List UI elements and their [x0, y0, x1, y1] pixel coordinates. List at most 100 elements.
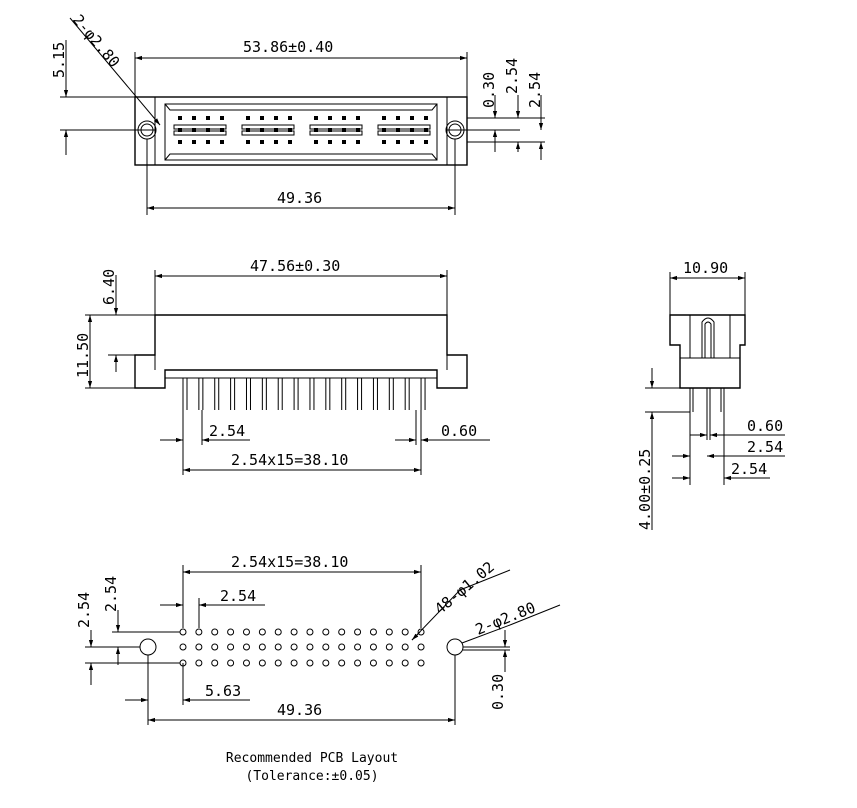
top-contact — [192, 140, 196, 144]
pcb-hole — [211, 628, 219, 636]
pcb-hole — [369, 628, 377, 636]
pcb-hole — [385, 643, 393, 651]
pcb-offset-label: 5.63 — [205, 682, 241, 700]
top-contact-array — [173, 116, 431, 144]
pcb-hole — [369, 643, 377, 651]
pcb-hole — [306, 659, 314, 667]
pcb-hole — [306, 628, 314, 636]
top-contact-bar — [241, 124, 295, 130]
pcb-left-pitch-label-2: 2.54 — [102, 576, 120, 612]
pcb-hole — [195, 643, 203, 651]
top-contact — [178, 128, 182, 132]
top-contact — [424, 128, 428, 132]
pcb-hole — [274, 643, 282, 651]
pcb-hole — [385, 628, 393, 636]
pcb-hole — [338, 643, 346, 651]
pcb-hole — [290, 628, 298, 636]
top-contact — [410, 140, 414, 144]
pcb-hole — [417, 643, 425, 651]
end-pitch2-label: 2.54 — [731, 460, 767, 478]
pcb-hole — [354, 643, 362, 651]
top-contact-bar — [309, 124, 363, 130]
top-contact — [246, 116, 250, 120]
side-pin-width-label: 0.60 — [441, 422, 477, 440]
top-contact — [382, 140, 386, 144]
side-pin — [277, 378, 283, 410]
top-contact — [356, 128, 360, 132]
top-contact — [206, 128, 210, 132]
side-pitch-label: 2.54 — [209, 422, 245, 440]
top-contact — [260, 128, 264, 132]
top-contact — [246, 140, 250, 144]
pcb-hole — [242, 659, 250, 667]
side-pin — [420, 378, 426, 410]
side-pin — [245, 378, 251, 410]
pcb-hole — [211, 643, 219, 651]
pcb-hole — [274, 659, 282, 667]
top-left-height-label: 5.15 — [50, 42, 68, 78]
top-contact — [206, 140, 210, 144]
top-contact — [328, 128, 332, 132]
top-contact — [410, 128, 414, 132]
top-contact-bar — [241, 130, 295, 136]
top-contact — [220, 116, 224, 120]
pcb-hole — [242, 628, 250, 636]
pcb-caption-line2: (Tolerance:±0.05) — [245, 769, 378, 784]
pcb-hole — [211, 659, 219, 667]
pcb-hole — [338, 628, 346, 636]
pcb-hole — [322, 628, 330, 636]
top-bottom-width-label: 49.36 — [277, 189, 322, 207]
top-contact-bar — [377, 130, 431, 136]
top-contact-bar — [173, 124, 227, 130]
top-contact — [314, 116, 318, 120]
top-contact — [274, 116, 278, 120]
top-contact — [356, 116, 360, 120]
top-width-label: 53.86±0.40 — [243, 38, 333, 56]
top-contact — [396, 128, 400, 132]
pcb-hole — [242, 643, 250, 651]
pcb-hole — [258, 659, 266, 667]
pcb-hole — [290, 643, 298, 651]
pcb-hole — [401, 643, 409, 651]
top-right-dim-2: 2.54 — [503, 58, 521, 94]
side-view: 47.56±0.30 6.40 11.50 2.54 0.60 2.54x15=… — [74, 257, 490, 475]
top-contact — [396, 140, 400, 144]
top-contact — [382, 128, 386, 132]
top-contact — [342, 116, 346, 120]
top-contact — [192, 116, 196, 120]
top-contact — [288, 128, 292, 132]
pcb-hole — [179, 628, 187, 636]
pcb-layout-view: 2.54x15=38.10 2.54 2.54 2.54 48-φ1.02 2-… — [75, 553, 561, 784]
pcb-width-label: 49.36 — [277, 701, 322, 719]
pcb-mount-hole-right — [446, 638, 464, 656]
pcb-hole — [385, 659, 393, 667]
top-contact — [220, 140, 224, 144]
side-pin — [198, 378, 204, 410]
pcb-hole — [258, 628, 266, 636]
top-contact — [260, 116, 264, 120]
top-right-dim-3: 2.54 — [526, 72, 544, 108]
top-hole-callout: 2-φ2.80 — [69, 11, 123, 71]
pcb-hole — [354, 628, 362, 636]
pcb-hole — [258, 643, 266, 651]
top-contact — [178, 140, 182, 144]
side-pin — [341, 378, 347, 410]
top-contact-bar — [377, 124, 431, 130]
pcb-hole — [417, 628, 425, 636]
side-pin — [214, 378, 220, 410]
end-pin-width-label: 0.60 — [747, 417, 783, 435]
top-contact — [246, 128, 250, 132]
side-width-label: 47.56±0.30 — [250, 257, 340, 275]
top-contact — [314, 140, 318, 144]
pcb-hole — [274, 628, 282, 636]
pcb-hole — [354, 659, 362, 667]
pcb-hole-callout: 48-φ1.02 — [431, 558, 498, 618]
top-contact — [396, 116, 400, 120]
side-pin — [388, 378, 394, 410]
top-contact — [314, 128, 318, 132]
top-contact — [356, 140, 360, 144]
side-height-top-label: 6.40 — [100, 269, 118, 305]
top-contact — [410, 116, 414, 120]
top-contact — [206, 116, 210, 120]
